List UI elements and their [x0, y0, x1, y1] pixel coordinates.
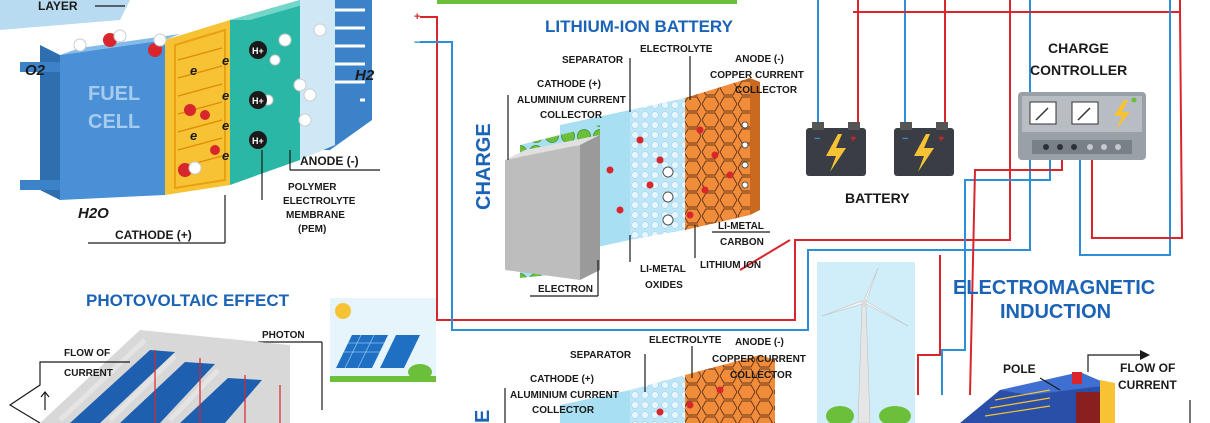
electron-label: e	[222, 88, 229, 103]
wind-turbine-panel	[817, 262, 915, 423]
li-bottom-cathode-label-2: ALUMINIUM CURRENT	[510, 390, 619, 401]
svg-text:−: −	[814, 133, 820, 145]
charge-controller-label-1: CHARGE	[1048, 40, 1109, 56]
li-bottom-separator-label: SEPARATOR	[570, 350, 632, 361]
induction-title-1: ELECTROMAGNETIC	[953, 277, 1155, 299]
battery-label: BATTERY	[845, 190, 910, 206]
pem-label-3: MEMBRANE	[286, 210, 345, 221]
li-bottom-anode-label-2: COPPER CURRENT	[712, 354, 806, 365]
electron-label: e	[222, 118, 229, 133]
electron-label-bottom: ELECTRON	[538, 284, 593, 295]
battery-pair: − + − + BATTERY	[806, 122, 954, 206]
induction-title-2: INDUCTION	[1000, 301, 1111, 323]
li-metal-carbon-label-2: CARBON	[720, 237, 764, 248]
fuel-cell-anode-label: ANODE (-)	[300, 154, 359, 168]
li-top-cathode-label-3: COLLECTOR	[540, 110, 603, 121]
electron-label: e	[190, 128, 197, 143]
lightning-icon	[826, 134, 846, 172]
li-bottom-cathode-label-3: COLLECTOR	[532, 405, 595, 416]
charge-controller: CHARGE CONTROLLER	[1018, 40, 1146, 160]
induction-flow-label-2: CURRENT	[1118, 378, 1177, 392]
charge-vertical-label: CHARGE	[473, 123, 495, 210]
li-oxides-label-2: OXIDES	[645, 280, 683, 291]
electron-label: e	[222, 148, 229, 163]
li-bottom-electrolyte-label: ELECTROLYTE	[649, 335, 722, 346]
svg-text:+: +	[938, 133, 944, 145]
li-top-cathode-label: CATHODE (+)	[537, 79, 601, 90]
li-metal-carbon-label-1: LI-METAL	[718, 221, 764, 232]
pem-label-1: POLYMER	[288, 182, 337, 193]
li-bottom-anode-label: ANODE (-)	[735, 337, 784, 348]
li-oxides-label-1: LI-METAL	[640, 264, 686, 275]
photon-label: PHOTON	[262, 330, 305, 341]
li-bottom-anode-label-3: COLLECTOR	[730, 370, 793, 381]
photovoltaic-title: PHOTOVOLTAIC EFFECT	[86, 291, 290, 310]
pem-label-4: (PEM)	[298, 224, 326, 235]
fuel-cell-diagram: e e e e e e H+ H+ H+ FUEL CELL LAYER O2 …	[0, 0, 380, 244]
photovoltaic-diagram: PHOTOVOLTAIC EFFECT PHOTON	[8, 291, 436, 423]
top-green-strip	[437, 0, 737, 4]
li-top-separator-label: SEPARATOR	[562, 55, 624, 66]
fuel-cell-body-text-1: FUEL	[88, 83, 140, 105]
lightning-icon	[1114, 100, 1130, 130]
proton-label: H+	[252, 136, 264, 146]
pem-label-2: ELECTROLYTE	[283, 196, 356, 207]
induction-flow-label-1: FLOW OF	[1120, 361, 1175, 375]
plus-sign: +	[414, 11, 420, 23]
electron-label: e	[222, 53, 229, 68]
li-top-cathode-label-2: ALUMINIUM CURRENT	[517, 95, 626, 106]
pole-label: POLE	[1003, 362, 1036, 376]
fuel-cell-body-text-2: CELL	[88, 111, 140, 133]
li-bottom-cathode-label: CATHODE (+)	[530, 374, 594, 385]
svg-text:+: +	[850, 133, 856, 145]
proton-label: H+	[252, 46, 264, 56]
lithium-ion-title: LITHIUM-ION BATTERY	[545, 17, 734, 36]
battery-1: − +	[806, 122, 866, 176]
svg-text:−: −	[902, 133, 908, 145]
fuel-cell-cathode-label: CATHODE (+)	[115, 228, 192, 242]
h2o-label: H2O	[78, 205, 109, 222]
discharge-vertical-letter: E	[472, 410, 494, 423]
minus-sign: −	[414, 35, 421, 49]
li-top-electrolyte-label: ELECTROLYTE	[640, 44, 713, 55]
li-top-anode-label-2: COPPER CURRENT	[710, 70, 804, 81]
o2-label: O2	[25, 62, 46, 79]
pv-flow-label-2: CURRENT	[64, 368, 113, 379]
li-top-anode-label: ANODE (-)	[735, 54, 784, 65]
charge-controller-label-2: CONTROLLER	[1030, 62, 1127, 78]
lightning-icon	[914, 134, 934, 172]
lithium-ion-battery-charge: LITHIUM-ION BATTERY CHARGE SEPARATOR ELE…	[473, 17, 804, 297]
h2-label: H2	[355, 67, 375, 84]
li-ion-label: LITHIUM ION	[700, 260, 761, 271]
pv-flow-label-1: FLOW OF	[64, 348, 110, 359]
connection-wires: + −	[414, 0, 1184, 396]
fuel-cell-layer-label: LAYER	[38, 0, 78, 13]
electromagnetic-induction-diagram: ELECTROMAGNETIC INDUCTION POLE FLOW OF C…	[953, 277, 1191, 423]
proton-label: H+	[252, 96, 264, 106]
lithium-ion-battery-discharge: SEPARATOR ELECTROLYTE ANODE (-) COPPER C…	[472, 335, 806, 423]
electron-label: e	[190, 63, 197, 78]
battery-2: − +	[894, 122, 954, 176]
li-top-anode-label-3: COLLECTOR	[735, 85, 798, 96]
